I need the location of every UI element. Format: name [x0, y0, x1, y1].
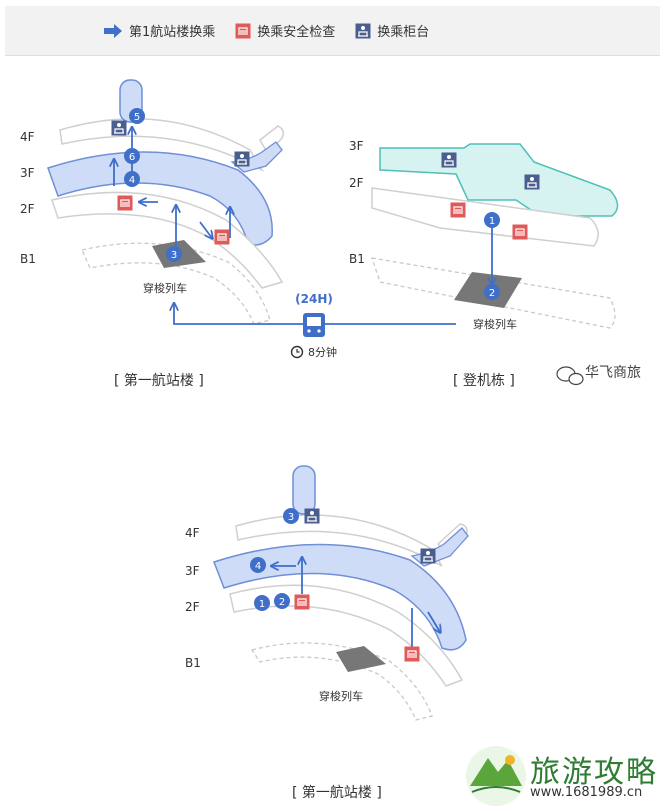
legend-counter: 换乘柜台: [355, 21, 429, 40]
clock-icon: [290, 345, 304, 359]
security-check-icon: [214, 229, 230, 245]
floor-label-3f: 3F: [20, 166, 35, 180]
svg-text:1: 1: [489, 216, 495, 227]
floor-label-b1: B1: [185, 656, 201, 670]
train-duration: 8分钟: [308, 345, 337, 359]
svg-text:6: 6: [129, 152, 135, 163]
wechat-icon: [556, 366, 584, 386]
security-check-icon: [512, 224, 528, 240]
legend-security: 换乘安全检查: [235, 21, 335, 40]
wechat-watermark: 华飞商旅: [555, 362, 641, 382]
floor-label-2f: 2F: [349, 176, 364, 190]
terminal1-caption: [ 第一航站楼 ]: [114, 373, 204, 389]
shuttle-label: 穿梭列车: [319, 690, 363, 703]
step-marker-1: 1: [484, 212, 500, 228]
counter-icon: [304, 508, 320, 524]
shuttle-label: 穿梭列车: [143, 282, 187, 295]
step-marker-1: 1: [254, 595, 270, 611]
floor-label-b1: B1: [20, 252, 36, 266]
floor-label-3f: 3F: [185, 564, 200, 578]
concourse-diagram: 1 2: [371, 143, 619, 329]
legend-security-label: 换乘安全检查: [257, 25, 336, 40]
floor-label-4f: 4F: [185, 526, 200, 540]
step-marker-5: 5: [129, 108, 145, 124]
site-watermark-url: www.1681989.cn: [530, 785, 643, 800]
legend-counter-label: 换乘柜台: [377, 25, 430, 40]
step-marker-6: 6: [124, 148, 140, 164]
shuttle-connector: (24H) 8分钟: [174, 292, 456, 359]
floor-label-4f: 4F: [20, 130, 35, 144]
step-marker-4: 4: [250, 557, 266, 573]
terminal1-top-diagram: 5 6 4 3: [47, 79, 285, 325]
wechat-account-name: 华飞商旅: [585, 365, 641, 381]
svg-text:2: 2: [489, 288, 495, 299]
svg-text:2: 2: [279, 597, 285, 608]
terminal1-bottom-diagram: 3 4 1 2: [213, 465, 469, 721]
legend-transfer: 第1航站楼换乘: [103, 21, 215, 40]
floor-label-3f: 3F: [349, 139, 364, 153]
security-check-icon: [404, 646, 420, 662]
arrow-right-icon: [103, 23, 123, 38]
step-marker-4: 4: [124, 171, 140, 187]
counter-icon: [524, 174, 540, 190]
svg-text:4: 4: [129, 175, 135, 186]
step-marker-2: 2: [274, 593, 290, 609]
svg-text:5: 5: [134, 112, 140, 123]
counter-icon: [234, 151, 250, 167]
floor-label-b1: B1: [349, 252, 365, 266]
step-marker-3: 3: [166, 246, 182, 262]
site-watermark-title: 旅游攻略: [530, 755, 658, 790]
concourse-caption: [ 登机栋 ]: [453, 373, 515, 389]
svg-text:4: 4: [255, 561, 261, 572]
svg-text:3: 3: [288, 512, 294, 523]
shuttle-label: 穿梭列车: [473, 318, 517, 331]
svg-text:3: 3: [171, 250, 177, 261]
security-check-icon: [117, 195, 133, 211]
counter-icon: [111, 120, 127, 136]
svg-text:1: 1: [259, 599, 265, 610]
security-check-icon: [450, 202, 466, 218]
step-marker-2: 2: [484, 284, 500, 300]
legend-bar: 第1航站楼换乘 换乘安全检查 换乘柜台: [5, 6, 660, 56]
security-check-icon: [235, 23, 251, 39]
terminal1-caption: [ 第一航站楼 ]: [292, 785, 382, 801]
legend-transfer-label: 第1航站楼换乘: [129, 25, 216, 40]
floor-label-2f: 2F: [185, 600, 200, 614]
counter-icon: [441, 152, 457, 168]
step-marker-3: 3: [283, 508, 299, 524]
security-check-icon: [294, 594, 310, 610]
train-hours: (24H): [295, 292, 333, 306]
floor-label-2f: 2F: [20, 202, 35, 216]
counter-icon: [355, 23, 371, 39]
travel-logo-icon: [466, 746, 526, 806]
counter-icon: [420, 548, 436, 564]
